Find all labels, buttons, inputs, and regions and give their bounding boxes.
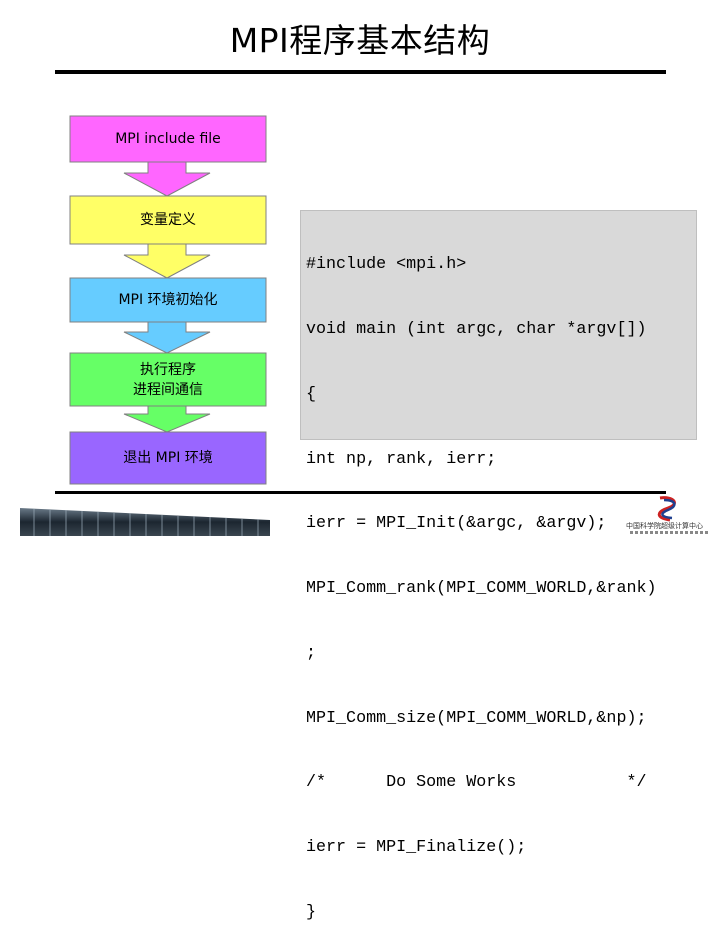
- sccas-logo-icon: [626, 496, 710, 522]
- flow-arrow-4: [124, 406, 210, 432]
- code-line: MPI_Comm_rank(MPI_COMM_WORLD,&rank): [306, 578, 706, 600]
- code-line: }: [306, 902, 706, 924]
- flow-arrow-1: [124, 162, 210, 196]
- flow-arrow-3: [124, 322, 210, 353]
- mpi-structure-flowchart: MPI include file 变量定义 MPI 环境初始化 执行程序 进程间…: [0, 0, 300, 500]
- code-line: #include <mpi.h>: [306, 254, 706, 276]
- flow-arrow-2: [124, 244, 210, 278]
- code-line: void main (int argc, char *argv[]): [306, 319, 706, 341]
- server-racks-image: [20, 500, 270, 536]
- code-line: int np, rank, ierr;: [306, 449, 706, 471]
- code-listing: #include <mpi.h> void main (int argc, ch…: [306, 211, 706, 945]
- code-line: ierr = MPI_Finalize();: [306, 837, 706, 859]
- logo-subtitle-line: [630, 531, 708, 534]
- code-line: /* Do Some Works */: [306, 772, 706, 794]
- step-label-finalize: 退出 MPI 环境: [70, 448, 266, 468]
- step-label-include: MPI include file: [70, 129, 266, 149]
- code-line: MPI_Comm_size(MPI_COMM_WORLD,&np);: [306, 708, 706, 730]
- code-line: ;: [306, 643, 706, 665]
- step-label-variables: 变量定义: [70, 210, 266, 230]
- step-label-communicate: 进程间通信: [70, 380, 266, 400]
- step-label-init: MPI 环境初始化: [70, 290, 266, 310]
- code-line: {: [306, 384, 706, 406]
- step-label-execute: 执行程序: [70, 360, 266, 380]
- logo-caption: 中国科学院超级计算中心: [626, 521, 711, 531]
- footer-divider: [55, 491, 666, 494]
